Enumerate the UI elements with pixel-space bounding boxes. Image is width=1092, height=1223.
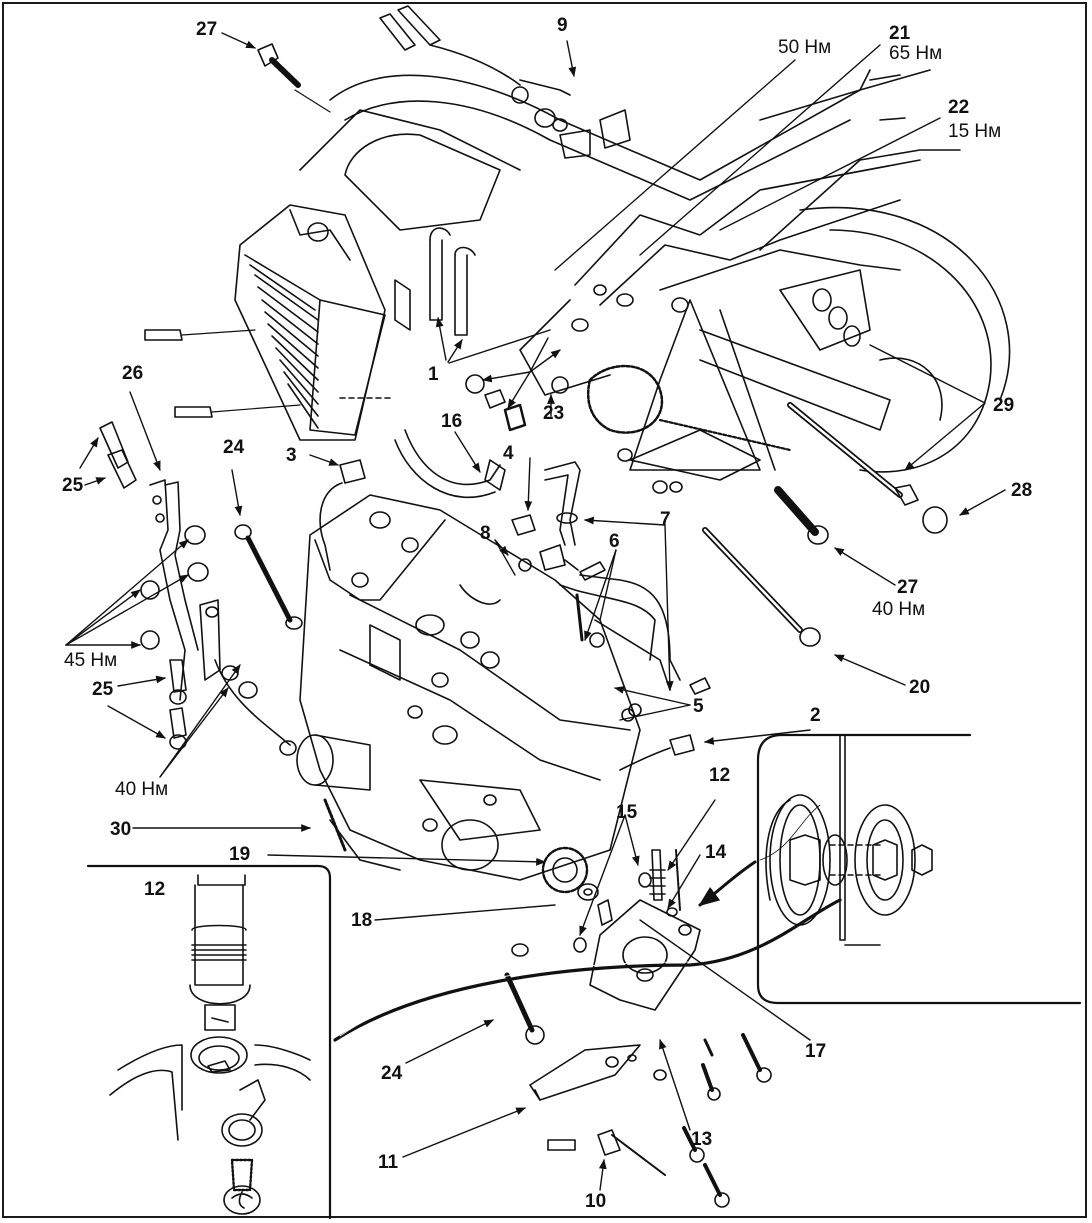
callout-19: 19 [229, 844, 251, 865]
callout-1: 1 [428, 364, 439, 385]
speed-sensor [649, 849, 666, 901]
coolant-hoses [429, 227, 476, 336]
callout-27-right: 27 [897, 577, 919, 598]
callout-24-bottom: 24 [381, 1063, 403, 1084]
bolt-27-top [257, 43, 331, 113]
callout-29: 29 [993, 395, 1015, 416]
callout-13: 13 [691, 1129, 713, 1150]
callout-5: 5 [693, 696, 704, 717]
water-hose [394, 429, 681, 691]
callout-2: 2 [810, 705, 821, 726]
torque-40-right: 40 Нм [872, 599, 926, 620]
top-bolts [379, 5, 631, 159]
long-bolts-right [702, 402, 948, 647]
callout-23: 23 [543, 403, 565, 424]
callout-17: 17 [805, 1041, 827, 1062]
chain-slider [529, 1044, 641, 1101]
connector-2 [619, 734, 695, 771]
torque-45: 45 Нм [64, 650, 118, 671]
torque-15: 15 Нм [948, 121, 1002, 142]
radiator [234, 204, 411, 441]
callout-4: 4 [503, 443, 514, 464]
callout-30: 30 [110, 819, 132, 840]
callout-11: 11 [378, 1152, 399, 1173]
torque-50: 50 Нм [778, 37, 832, 58]
torque-40-left: 40 Нм [115, 779, 169, 800]
callout-15: 15 [616, 802, 638, 823]
callout-18: 18 [351, 910, 373, 931]
callout-7: 7 [660, 509, 671, 530]
callout-8: 8 [480, 523, 491, 544]
engine-mount-bracket [140, 479, 297, 756]
callout-26: 26 [122, 363, 144, 384]
callout-24-top: 24 [223, 437, 245, 458]
callout-28: 28 [1011, 480, 1033, 501]
callout-9: 9 [557, 15, 568, 36]
radiator-bolt [144, 329, 301, 418]
callout-27-top: 27 [196, 19, 218, 40]
callout-22: 22 [948, 97, 970, 118]
engine-block [296, 494, 641, 881]
callout-25-top: 25 [62, 475, 84, 496]
speedometer-cable [333, 898, 842, 1042]
clamp-10 [547, 1129, 666, 1176]
callout-25-bottom: 25 [92, 679, 114, 700]
callout-6: 6 [609, 531, 620, 552]
callout-21: 21 [889, 23, 911, 44]
engine-sprocket [541, 846, 599, 901]
sprocket-cover-assembly [573, 849, 701, 1011]
callout-20: 20 [909, 677, 931, 698]
callout-12-main: 12 [709, 765, 731, 786]
torque-65: 65 Нм [889, 43, 943, 64]
pivot-inset [756, 733, 1082, 1005]
callout-16: 16 [441, 411, 463, 432]
bolts-25 [99, 421, 187, 750]
lower-fasteners [504, 943, 772, 1208]
callout-12-inset: 12 [144, 879, 166, 900]
callout-10: 10 [585, 1191, 607, 1212]
small-bolts-center [575, 561, 711, 722]
callout-14: 14 [705, 842, 727, 863]
frame-chassis [299, 69, 1011, 494]
connector-3 [319, 459, 366, 571]
speed-sensor-inset [86, 864, 332, 1220]
sensor-4 [511, 514, 579, 572]
leader-lines [65, 32, 1006, 1191]
callout-3: 3 [286, 445, 297, 466]
bolt-24-top [234, 524, 303, 630]
inset-pointer [698, 860, 757, 907]
